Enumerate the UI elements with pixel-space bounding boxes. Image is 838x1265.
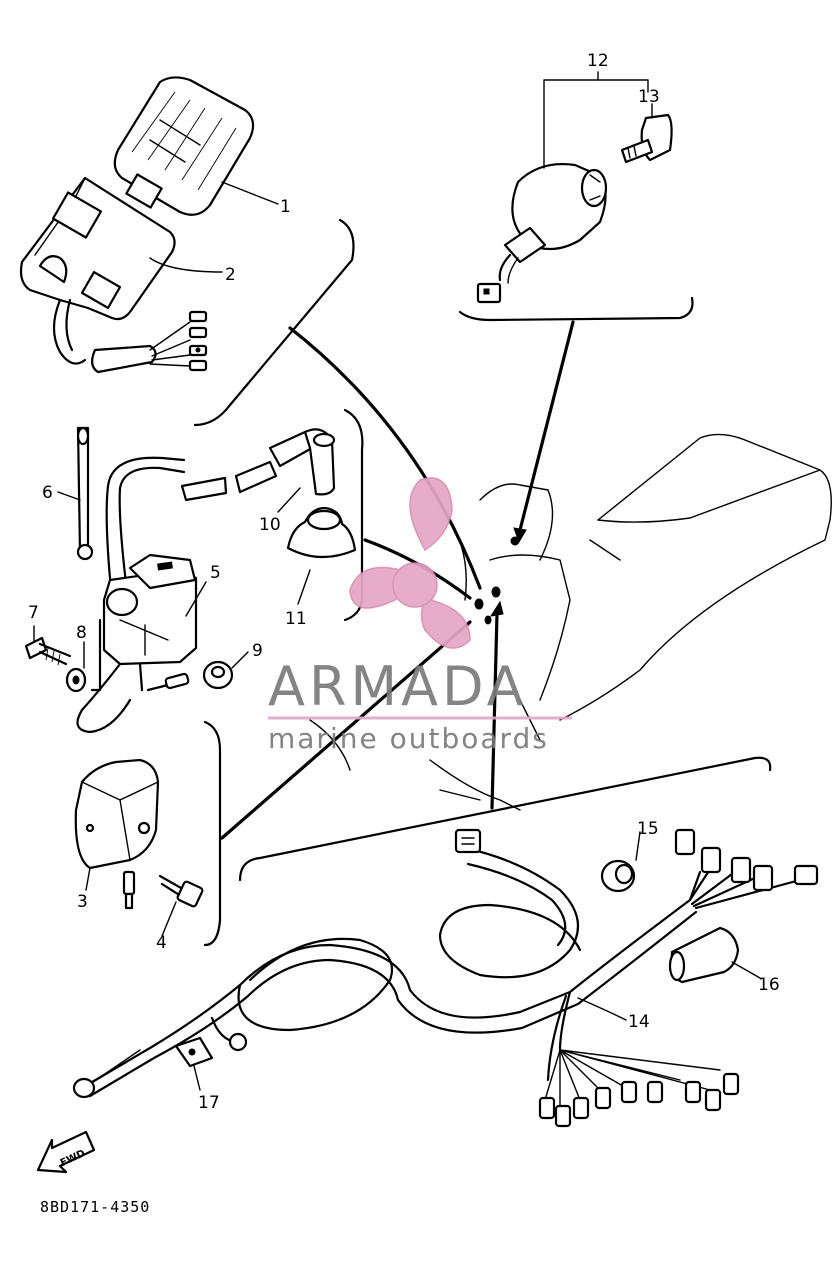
bolt-part-7 [24,636,72,666]
grommet-part-9 [202,660,234,690]
part-label-5: 5 [210,563,221,583]
part-label-15: 15 [637,819,659,839]
cdi-bracket-part-2 [19,176,208,374]
part-label-3: 3 [77,892,88,912]
propeller-logo-icon [349,477,471,649]
sleeve-part-16 [668,926,740,984]
ignition-coil-part-5 [76,456,198,734]
plug-cap-part-10 [180,428,336,502]
part-label-11: 11 [285,609,307,629]
part-label-6: 6 [42,483,53,503]
part-label-12: 12 [587,51,609,71]
part-label-7: 7 [28,603,39,623]
part-number-labels: 1 2 3 4 5 6 7 8 9 10 11 12 13 14 15 16 1… [28,51,780,1113]
diagram-code: 8BD171-4350 [40,1198,150,1216]
part-label-4: 4 [156,933,167,953]
leader-lines [220,320,575,840]
part-label-2: 2 [225,265,236,285]
section-brackets [193,218,772,947]
part-label-13: 13 [638,87,660,107]
clamp-part-17 [174,1036,214,1068]
washer-part-8 [65,667,87,693]
grommet-part-15 [600,859,636,893]
ignition-switch-part-12 [476,163,608,304]
callout-leaders [33,71,761,1091]
part-label-9: 9 [252,641,263,661]
watermark-subtitle: marine outboards [268,722,549,755]
part-label-1: 1 [280,197,291,217]
rubber-boot-part-11 [286,506,357,559]
cdi-unit-part-1 [113,76,255,216]
part-label-10: 10 [259,515,281,535]
terminal-lead [146,672,190,692]
watermark-title: ARMADA [268,655,528,718]
wire-harness-part-14 [72,828,819,1128]
ignition-key-part-13 [620,113,673,164]
part-label-17: 17 [198,1093,220,1113]
cable-strap-part-6 [76,426,94,561]
part-label-8: 8 [76,623,87,643]
part-label-16: 16 [758,975,780,995]
part-label-14: 14 [628,1012,650,1032]
boat-hull-outline [309,433,832,811]
bolt-part-4 [122,870,204,910]
forward-arrow: FWD [36,1130,96,1174]
watermark: ARMADA marine outboards [268,477,572,755]
rectifier-part-3 [74,758,160,870]
